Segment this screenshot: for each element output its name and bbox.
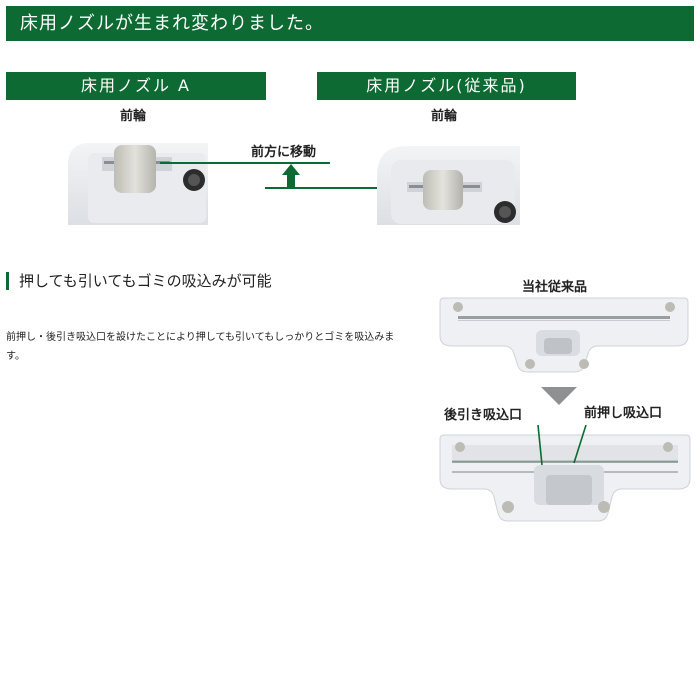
title-marker [6, 271, 9, 290]
move-forward-label: 前方に移動 [251, 145, 317, 160]
new-nozzle-bottom-view [439, 425, 691, 522]
nozzle-old-photo [377, 146, 520, 225]
front-wheel-label-old: 前輪 [431, 109, 458, 124]
nozzle-a-label: 床用ノズル A [6, 72, 266, 100]
feature-title: 押しても引いてもゴミの吸込みが可能 [6, 270, 272, 291]
front-intake-label: 前押し吸込口 [584, 406, 663, 421]
feature-description: 前押し・後引き吸込口を設けたことにより押しても引いてもしっかりとゴミを吸込みます… [6, 332, 395, 362]
page-title: 床用ノズルが生まれ変わりました。 [6, 6, 694, 41]
nozzle-old-label: 床用ノズル(従来品) [317, 72, 576, 100]
old-nozzle-bottom-view [439, 297, 689, 373]
front-wheel-label-a: 前輪 [120, 109, 147, 124]
feature-title-text: 押しても引いてもゴミの吸込みが可能 [19, 272, 272, 290]
old-product-label: 当社従来品 [522, 280, 588, 295]
down-arrow-icon [541, 387, 577, 405]
rear-intake-label: 後引き吸込口 [444, 408, 523, 423]
